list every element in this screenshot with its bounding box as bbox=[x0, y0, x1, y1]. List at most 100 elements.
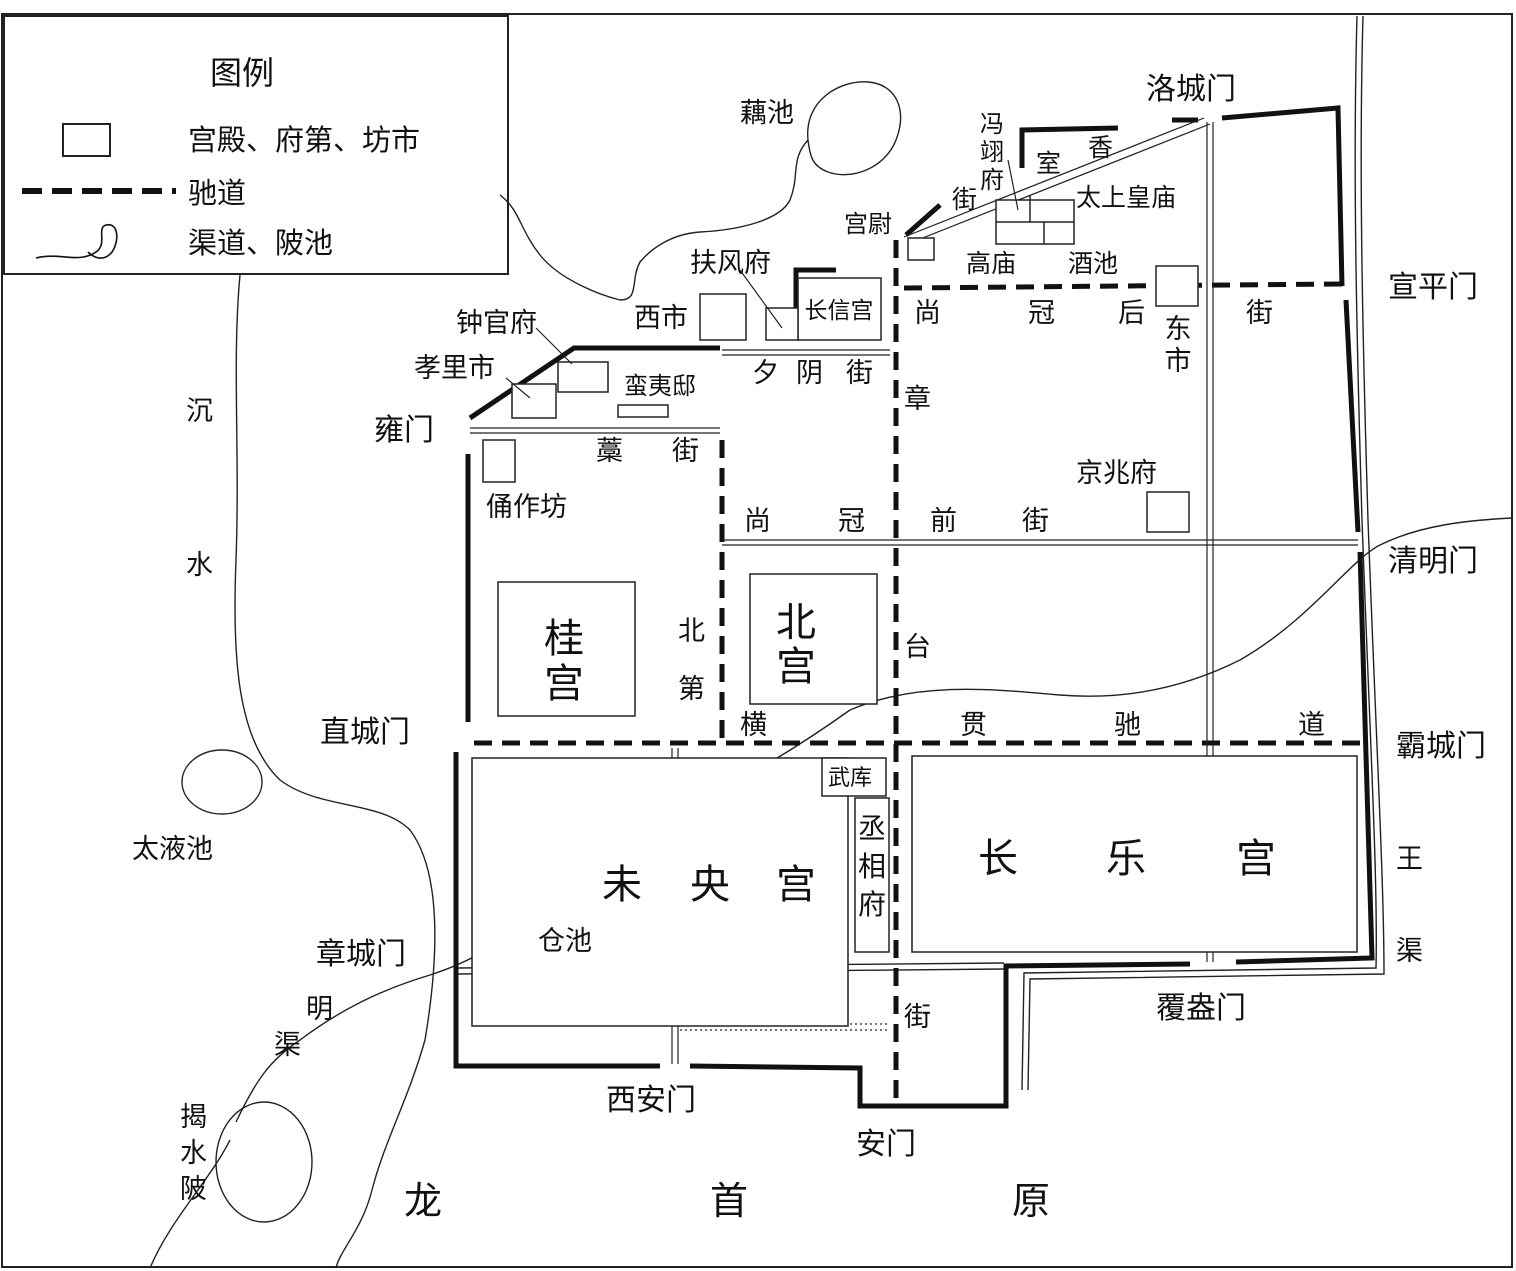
hengguan-char-3: 驰 bbox=[1114, 710, 1141, 741]
city-walls bbox=[453, 105, 1375, 1109]
changxin-palace-box bbox=[797, 277, 882, 341]
ouchi-label: 藕池 bbox=[740, 98, 794, 129]
shangguanqian-char-3: 前 bbox=[930, 506, 957, 537]
leader-lines bbox=[505, 159, 1019, 399]
leader-fufengfu bbox=[739, 269, 783, 329]
ou-channel-west bbox=[499, 194, 621, 301]
map-frame bbox=[1, 13, 1513, 1268]
legend-canal-label: 渠道、陂池 bbox=[188, 226, 333, 260]
labels: 洛城门 宣平门 清明门 霸城门 覆盎门 安门 西安门 章城门 直城门 雍门 未 … bbox=[132, 72, 1486, 1223]
longshouyuan-char-3: 原 bbox=[1012, 1179, 1050, 1223]
gate-qingming: 清明门 bbox=[1388, 544, 1478, 579]
jieshui-pond bbox=[215, 1101, 313, 1223]
bei-char-1: 北 bbox=[776, 600, 816, 646]
dongshi-char-1: 东 bbox=[1165, 314, 1192, 345]
wall-northeast bbox=[1221, 105, 1345, 287]
weiyang-char-2: 央 bbox=[690, 862, 730, 908]
leader-fengyifu bbox=[1007, 159, 1019, 211]
taiyechi-label: 太液池 bbox=[132, 834, 213, 865]
shangguanqian-char-1: 尚 bbox=[744, 506, 771, 537]
manyidi-label: 蛮夷邸 bbox=[624, 372, 696, 400]
shangguanhou-char-3: 后 bbox=[1118, 298, 1145, 329]
bei-palace-box bbox=[749, 573, 878, 705]
weiyang-char-3: 宫 bbox=[776, 862, 816, 908]
wall-north-step-3 bbox=[1019, 125, 1119, 168]
gate-bacheng: 霸城门 bbox=[1396, 729, 1486, 764]
changle-char-2: 乐 bbox=[1106, 836, 1146, 882]
ming-canal bbox=[235, 517, 1513, 1123]
wall-east-upper bbox=[1343, 299, 1361, 533]
wang-canal-inner bbox=[1021, 15, 1378, 1091]
jueshui-char-2: 水 bbox=[186, 550, 213, 581]
chi-dao-roads bbox=[474, 240, 1366, 1100]
jiuchi-label: 酒池 bbox=[1068, 249, 1118, 278]
beidi-char-1: 北 bbox=[678, 616, 705, 647]
changxin-label: 长信宫 bbox=[805, 298, 874, 324]
gate-fupan: 覆盎门 bbox=[1156, 991, 1246, 1026]
fengyifu-char-1: 冯 bbox=[980, 110, 1004, 138]
gate-zhicheng: 直城门 bbox=[320, 715, 410, 750]
leader-zhongguanfu bbox=[535, 327, 573, 365]
legend-building-label: 宫殿、府第、坊市 bbox=[188, 123, 420, 157]
gao-char-2: 街 bbox=[672, 436, 699, 467]
bei-char-2: 宫 bbox=[776, 644, 816, 690]
legend-building-symbol bbox=[62, 123, 111, 157]
jue-river bbox=[234, 274, 436, 1269]
jue-river-lower-left bbox=[149, 1139, 231, 1269]
street-shixiang-b bbox=[909, 123, 1211, 244]
jingzhaofu-box bbox=[1146, 491, 1190, 533]
gao-char-1: 藁 bbox=[596, 436, 623, 467]
zhongguanfu-box bbox=[557, 361, 609, 393]
manyidi-box bbox=[617, 404, 669, 418]
dongshi-char-2: 市 bbox=[1165, 346, 1192, 377]
jieshuibei-char-1: 揭 bbox=[180, 1102, 207, 1133]
legend-canal-symbol bbox=[35, 224, 118, 259]
wangqu-char-2: 渠 bbox=[1396, 936, 1423, 967]
shixiang-char-3: 街 bbox=[952, 185, 977, 214]
hengguan-char-4: 道 bbox=[1298, 710, 1325, 741]
chengxiangfu-char-2: 相 bbox=[858, 850, 886, 883]
legend-road-label: 驰道 bbox=[188, 176, 246, 210]
jingzhaofu-label: 京兆府 bbox=[1076, 458, 1157, 489]
shangguanhou-char-4: 街 bbox=[1246, 298, 1273, 329]
wang-canal-outer bbox=[1027, 15, 1385, 1091]
gui-palace-box bbox=[497, 581, 636, 717]
wall-east-lower bbox=[1235, 551, 1375, 965]
gate-luo: 洛城门 bbox=[1146, 72, 1236, 107]
zhangtai-char-1: 章 bbox=[904, 384, 931, 415]
xiyin-char-1: 夕 bbox=[752, 358, 779, 389]
jieshuibei-char-2: 水 bbox=[180, 1138, 207, 1169]
shixiang-char-1: 室 bbox=[1036, 149, 1061, 178]
wall-south-west bbox=[453, 752, 660, 1069]
jieshuibei-char-3: 陂 bbox=[180, 1174, 207, 1205]
legend: 图例 宫殿、府第、坊市 驰道 渠道、陂池 bbox=[3, 15, 509, 275]
jueshui-char-1: 沉 bbox=[186, 396, 213, 427]
gaomiao-label: 高庙 bbox=[966, 249, 1016, 278]
longshouyuan-char-1: 龙 bbox=[404, 1179, 442, 1223]
shangguanqian-char-2: 冠 bbox=[838, 506, 865, 537]
fengyifu-char-3: 府 bbox=[980, 166, 1004, 194]
changle-char-1: 长 bbox=[978, 836, 1018, 882]
road-shangguanhou bbox=[903, 281, 1343, 291]
xishi-box bbox=[699, 293, 747, 341]
gui-char-2: 宫 bbox=[544, 661, 584, 707]
ou-pond bbox=[807, 81, 902, 176]
hengguan-char-2: 贯 bbox=[960, 710, 987, 741]
xiyin-char-3: 街 bbox=[846, 358, 873, 389]
gongwei-box bbox=[907, 237, 935, 261]
chengxiangfu-char-1: 丞 bbox=[858, 812, 886, 845]
taiye-pond bbox=[181, 749, 263, 815]
weiyang-palace-box bbox=[471, 757, 849, 1027]
gate-an: 安门 bbox=[856, 1127, 916, 1162]
gongwei-label: 宫尉 bbox=[844, 210, 892, 238]
ou-channel bbox=[619, 139, 809, 301]
wangqu-char-1: 王 bbox=[1396, 844, 1423, 875]
shangguanqian-char-4: 街 bbox=[1022, 506, 1049, 537]
wall-south-east bbox=[689, 961, 1191, 1109]
shixiang-char-2: 香 bbox=[1088, 133, 1113, 162]
fengyifu-char-2: 翊 bbox=[980, 138, 1004, 166]
wuku-label: 武库 bbox=[828, 766, 872, 791]
shangguanhou-char-1: 尚 bbox=[914, 298, 941, 329]
buildings bbox=[471, 196, 1358, 1027]
